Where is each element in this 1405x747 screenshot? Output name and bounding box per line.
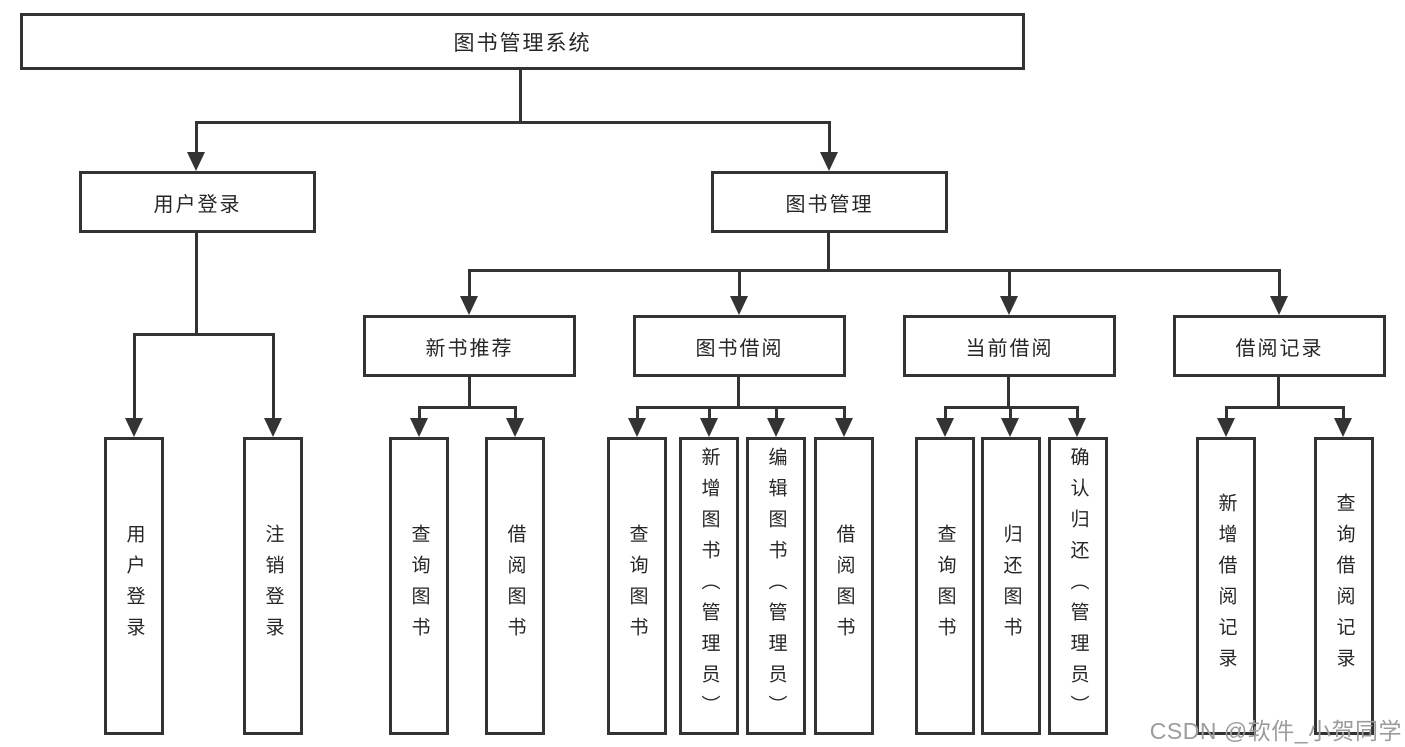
connector-line	[195, 121, 198, 154]
connector-line	[737, 377, 740, 406]
connector-line	[944, 406, 947, 420]
connector-line	[636, 406, 845, 409]
connector-line	[827, 233, 830, 269]
arrow-down-icon	[1217, 418, 1235, 437]
connector-line	[272, 333, 275, 419]
node-label: 图书管理系统	[453, 31, 592, 55]
leaf-borrow-book-2: 借阅图书	[814, 437, 874, 735]
connector-line	[133, 333, 275, 336]
connector-line	[738, 269, 741, 297]
arrow-down-icon	[1334, 418, 1352, 437]
arrow-down-icon	[628, 418, 646, 437]
connector-line	[195, 121, 831, 124]
node-book-management: 图书管理	[711, 171, 948, 233]
node-current-borrow: 当前借阅	[903, 315, 1116, 377]
connector-line	[1225, 406, 1228, 420]
node-label: 新书推荐	[425, 337, 514, 360]
arrow-down-icon	[730, 296, 748, 315]
arrow-down-icon	[820, 152, 838, 171]
arrow-down-icon	[460, 296, 478, 315]
arrow-down-icon	[187, 152, 205, 171]
connector-line	[636, 406, 639, 420]
node-label: 用户登录	[153, 193, 242, 216]
connector-line	[133, 333, 136, 419]
leaf-edit-book-admin: 编辑图书（管理员）	[746, 437, 806, 735]
arrow-down-icon	[835, 418, 853, 437]
connector-line	[1225, 406, 1345, 409]
arrow-down-icon	[936, 418, 954, 437]
connector-line	[468, 269, 1281, 272]
node-new-book-recommend: 新书推荐	[363, 315, 576, 377]
leaf-return-book: 归还图书	[981, 437, 1041, 735]
arrow-down-icon	[506, 418, 524, 437]
arrow-down-icon	[767, 418, 785, 437]
node-library-system: 图书管理系统	[20, 13, 1025, 70]
leaf-label: 查询图书	[626, 524, 648, 648]
leaf-logout: 注销登录	[243, 437, 303, 735]
connector-line	[828, 121, 831, 154]
leaf-label: 借阅图书	[833, 524, 855, 648]
connector-line	[1278, 269, 1281, 297]
connector-line	[418, 406, 517, 409]
leaf-borrow-book-1: 借阅图书	[485, 437, 545, 735]
leaf-label: 借阅图书	[504, 524, 526, 648]
leaf-query-borrow-record: 查询借阅记录	[1314, 437, 1374, 735]
connector-line	[1076, 406, 1079, 420]
node-label: 图书管理	[785, 193, 874, 216]
node-borrow-records: 借阅记录	[1173, 315, 1386, 377]
leaf-label: 编辑图书（管理员）	[765, 446, 787, 726]
leaf-label: 查询图书	[934, 524, 956, 648]
connector-line	[1008, 269, 1011, 297]
leaf-user-login: 用户登录	[104, 437, 164, 735]
connector-line	[468, 377, 471, 406]
node-book-borrow: 图书借阅	[633, 315, 846, 377]
leaf-label: 新增图书（管理员）	[698, 446, 720, 726]
node-label: 借阅记录	[1235, 337, 1324, 360]
node-user-login: 用户登录	[79, 171, 316, 233]
arrow-down-icon	[1270, 296, 1288, 315]
leaf-add-book-admin: 新增图书（管理员）	[679, 437, 739, 735]
leaf-confirm-return-admin: 确认归还（管理员）	[1048, 437, 1108, 735]
leaf-label: 注销登录	[262, 524, 284, 648]
leaf-label: 查询图书	[408, 524, 430, 648]
connector-line	[1007, 377, 1010, 406]
connector-line	[775, 406, 778, 420]
arrow-down-icon	[264, 418, 282, 437]
connector-line	[1009, 406, 1012, 420]
arrow-down-icon	[1068, 418, 1086, 437]
node-label: 当前借阅	[965, 337, 1054, 360]
leaf-query-book-2: 查询图书	[607, 437, 667, 735]
leaf-label: 查询借阅记录	[1333, 493, 1355, 679]
leaf-query-book-1: 查询图书	[389, 437, 449, 735]
connector-line	[418, 406, 421, 420]
connector-line	[843, 406, 846, 420]
arrow-down-icon	[1000, 296, 1018, 315]
leaf-label: 归还图书	[1000, 524, 1022, 648]
csdn-watermark: CSDN @软件_小贺同学	[1149, 718, 1402, 744]
leaf-add-borrow-record: 新增借阅记录	[1196, 437, 1256, 735]
connector-line	[519, 70, 522, 121]
connector-line	[195, 233, 198, 333]
leaf-label: 新增借阅记录	[1215, 493, 1237, 679]
arrow-down-icon	[1001, 418, 1019, 437]
arrow-down-icon	[700, 418, 718, 437]
node-label: 图书借阅	[695, 337, 784, 360]
connector-line	[468, 269, 471, 297]
arrow-down-icon	[410, 418, 428, 437]
leaf-label: 确认归还（管理员）	[1067, 446, 1089, 726]
arrow-down-icon	[125, 418, 143, 437]
leaf-label: 用户登录	[123, 524, 145, 648]
connector-line	[1277, 377, 1280, 406]
connector-line	[1342, 406, 1345, 420]
leaf-query-book-3: 查询图书	[915, 437, 975, 735]
connector-line	[514, 406, 517, 420]
connector-line	[708, 406, 711, 420]
